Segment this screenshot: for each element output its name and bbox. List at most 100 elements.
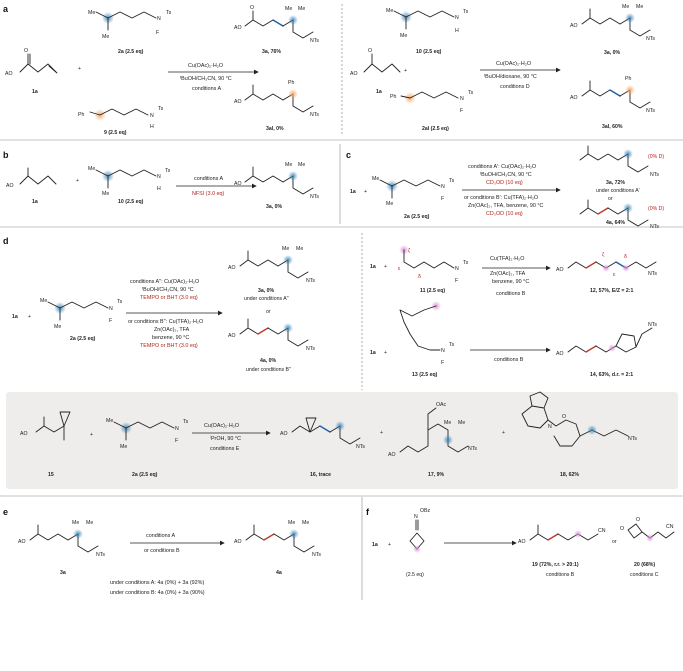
- svg-text:H: H: [157, 186, 161, 192]
- svg-text:O: O: [368, 48, 372, 54]
- condition-text: ᵗBuOH/dioxane, 90 °C: [484, 74, 537, 80]
- conditions-E-box: [6, 392, 678, 489]
- svg-text:Ph: Ph: [288, 80, 294, 86]
- product-4a: NTs AO 4a, 0% under conditions B'': [228, 318, 315, 373]
- svg-text:NTs: NTs: [646, 108, 655, 114]
- condition-text: ᵗBuOH/CH₃CN, 90 °C: [142, 287, 194, 293]
- svg-text:13 (2.5 eq): 13 (2.5 eq): [412, 372, 438, 378]
- plus-sign: +: [502, 430, 505, 436]
- svg-text:under conditions A': under conditions A': [596, 188, 640, 194]
- svg-text:Ts: Ts: [158, 106, 164, 112]
- condition-text: Cu(TFA)₂·H₂O: [490, 256, 524, 262]
- svg-text:(0% D): (0% D): [648, 206, 664, 212]
- svg-text:O: O: [250, 5, 254, 11]
- svg-text:Ts: Ts: [166, 10, 172, 16]
- svg-text:AO: AO: [234, 539, 242, 545]
- svg-text:F: F: [460, 108, 463, 114]
- compound-1a: O AO 1a: [5, 48, 58, 95]
- svg-text:NTs: NTs: [650, 172, 659, 178]
- svg-text:16, trace: 16, trace: [310, 472, 331, 478]
- svg-text:N: N: [109, 306, 113, 312]
- svg-text:N: N: [157, 16, 161, 22]
- svg-text:Ts: Ts: [449, 178, 455, 184]
- svg-text:9 (2.5 eq): 9 (2.5 eq): [104, 130, 127, 136]
- svg-text:NTs: NTs: [306, 278, 315, 284]
- product-17: OAc Me Me NTs AO 17, 9%: [388, 402, 477, 478]
- svg-text:NTs: NTs: [310, 38, 319, 44]
- compound-1a: AO 1a: [6, 167, 57, 205]
- compound-1a: 1a: [12, 314, 18, 320]
- svg-text:F: F: [109, 318, 112, 324]
- svg-text:CN: CN: [666, 524, 674, 530]
- condition-text: TEMPO or BHT (3.0 eq): [140, 295, 198, 301]
- condition-text: or conditions B': Cu(TFA)₂·H₂O: [464, 195, 538, 201]
- svg-text:Me: Me: [40, 298, 47, 304]
- condition-text: under conditions A: 4a (0%) + 3a (92%): [110, 580, 204, 586]
- svg-text:AO: AO: [556, 351, 564, 357]
- plus-sign: +: [384, 350, 387, 356]
- svg-text:18, 62%: 18, 62%: [560, 472, 579, 478]
- svg-text:4a, 0%: 4a, 0%: [260, 358, 277, 364]
- svg-text:Me: Me: [288, 520, 295, 526]
- compound-1a: 1a: [372, 542, 378, 548]
- svg-text:AO: AO: [234, 99, 242, 105]
- condition-text: CD₃OD (10 eq): [486, 211, 523, 217]
- product-4a-label: 4a, 64%: [606, 220, 625, 226]
- svg-text:CN: CN: [598, 528, 606, 534]
- product-4a: (0% D) NTs: [579, 199, 664, 230]
- panel-label-a: a: [3, 4, 9, 14]
- svg-text:O: O: [24, 48, 28, 54]
- svg-text:ε: ε: [613, 272, 616, 278]
- svg-text:2a (2.5 eq): 2a (2.5 eq): [404, 214, 430, 220]
- svg-text:Me: Me: [285, 162, 292, 168]
- svg-text:N: N: [175, 426, 179, 432]
- oxime-ester: N OBz (2.5 eq): [406, 508, 430, 578]
- svg-text:NTs: NTs: [468, 446, 477, 452]
- condition-text: Zn(OAc)₂, TFA: [154, 327, 190, 333]
- svg-text:NTs: NTs: [310, 194, 319, 200]
- svg-text:1a: 1a: [32, 199, 38, 205]
- svg-text:AO: AO: [518, 539, 526, 545]
- svg-text:ζ: ζ: [602, 252, 605, 258]
- svg-text:3a, 76%: 3a, 76%: [262, 49, 281, 55]
- svg-text:δ: δ: [418, 274, 421, 280]
- svg-text:Me: Me: [372, 176, 379, 182]
- product-16: NTs AO 16, trace: [280, 417, 365, 478]
- plus-sign: +: [76, 178, 79, 184]
- compound-10: Me Me N Ts H 10 (2.5 eq): [88, 166, 171, 205]
- svg-text:H: H: [150, 124, 154, 130]
- svg-text:Ph: Ph: [625, 76, 631, 82]
- svg-text:14, 63%, d.r. = 2:1: 14, 63%, d.r. = 2:1: [590, 372, 633, 378]
- svg-text:11 (2.5 eq): 11 (2.5 eq): [420, 288, 445, 294]
- svg-text:Me: Me: [86, 520, 93, 526]
- plus-sign: +: [404, 68, 407, 74]
- or-text: or: [608, 196, 613, 202]
- svg-text:NTs: NTs: [96, 552, 105, 558]
- svg-text:Me: Me: [458, 420, 465, 426]
- svg-text:AO: AO: [228, 265, 236, 271]
- condition-text: under conditions B: 4a (0%) + 3a (90%): [110, 590, 205, 596]
- compound-1a: 1a: [350, 189, 356, 195]
- condition-text: conditions B: [496, 291, 526, 297]
- svg-text:Ts: Ts: [468, 90, 474, 96]
- svg-text:2al (2.5 eq): 2al (2.5 eq): [422, 126, 449, 132]
- condition-text: Cu(OAc)₂·H₂O: [496, 61, 531, 67]
- condition-text: benzene, 90 °C: [152, 335, 189, 341]
- compound-9: Ph N Ts H 9 (2.5 eq): [78, 106, 164, 136]
- plus-sign: +: [388, 542, 391, 548]
- svg-text:Ts: Ts: [463, 260, 469, 266]
- condition-text: Zn(OAc)₂, TFA: [490, 271, 526, 277]
- product-3al: Ph NTs AO 3al, 0%: [234, 80, 319, 132]
- panel-label-e: e: [3, 507, 8, 517]
- condition-text: Cu(OAc)₂·H₂O: [188, 63, 223, 69]
- svg-text:Me: Me: [296, 246, 303, 252]
- product-3a: Me Me NTs AO 3a, 0%: [570, 4, 655, 56]
- svg-text:conditions B: conditions B: [546, 572, 575, 578]
- svg-text:N: N: [150, 113, 154, 119]
- svg-text:Me: Me: [72, 520, 79, 526]
- plus-sign: +: [28, 314, 31, 320]
- svg-text:N: N: [414, 514, 418, 520]
- svg-text:AO: AO: [570, 23, 578, 29]
- or-text: or: [612, 539, 617, 545]
